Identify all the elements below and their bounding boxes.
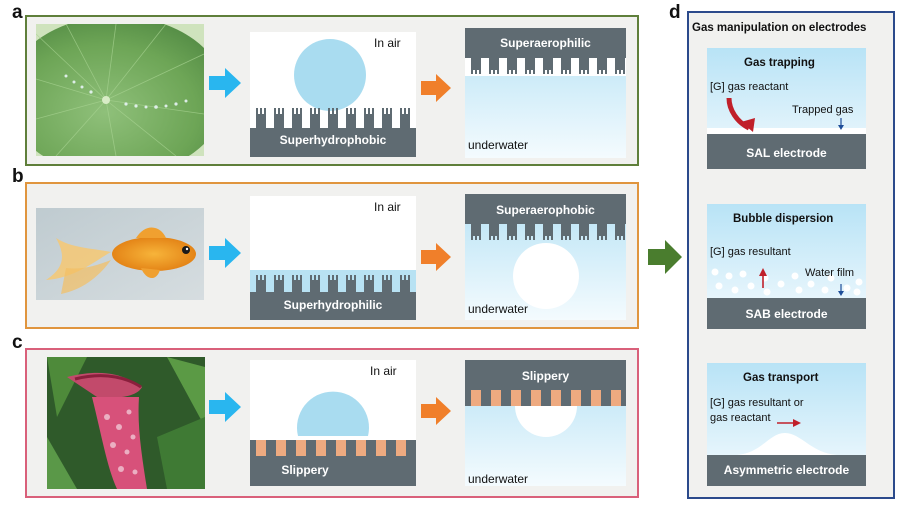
gas-trapping-card xyxy=(707,48,866,169)
trapped-gas-label: Trapped gas xyxy=(792,104,854,116)
gas-transport-line2: gas reactant xyxy=(710,412,771,424)
arrow-right-icon xyxy=(209,392,241,422)
panel-letter-b: b xyxy=(12,166,24,187)
bubble-dispersion-title: Bubble dispersion xyxy=(733,213,834,225)
arrow-right-icon xyxy=(648,240,682,274)
gas-transport-line1: [G] gas resultant or xyxy=(710,397,804,409)
gas-trapping-title: Gas trapping xyxy=(744,57,815,69)
underwater-label-b: underwater xyxy=(468,302,529,316)
sal-electrode-label: SAL electrode xyxy=(746,146,827,160)
water-film-label: Water film xyxy=(805,267,855,279)
arrow-right-icon xyxy=(421,243,451,271)
arrow-right-icon xyxy=(209,238,241,268)
gas-resultant-label: [G] gas resultant xyxy=(710,246,791,258)
sab-electrode-label: SAB electrode xyxy=(745,307,828,321)
slippery-underwater-scene xyxy=(465,360,626,486)
superaerophilic-scene xyxy=(465,28,626,158)
arrow-right-icon xyxy=(421,397,451,425)
gas-transport-card xyxy=(707,363,866,486)
in-air-label-a: In air xyxy=(374,36,401,50)
superhydrophobic-label: Superhydrophobic xyxy=(279,133,387,147)
goldfish-photo xyxy=(36,208,204,300)
underwater-label-a: underwater xyxy=(468,138,529,152)
gas-reactant-label: [G] gas reactant xyxy=(710,81,789,93)
in-air-label-b: In air xyxy=(374,200,401,214)
arrow-right-icon xyxy=(421,74,451,102)
superhydrophobic-scene xyxy=(250,32,416,157)
asymmetric-electrode-label: Asymmetric electrode xyxy=(723,463,850,477)
underwater-label-c: underwater xyxy=(468,472,529,486)
pitcher-plant-photo xyxy=(47,357,205,489)
bubble-dispersion-card xyxy=(707,204,866,329)
slippery-air-scene xyxy=(250,360,416,486)
lotus-leaf-photo xyxy=(36,24,204,156)
side-panel-title: Gas manipulation on electrodes xyxy=(692,22,867,34)
panel-letter-a: a xyxy=(12,2,23,23)
arrow-right-icon xyxy=(209,68,241,98)
panel-letter-c: c xyxy=(12,332,23,353)
in-air-label-c: In air xyxy=(370,364,397,378)
gas-transport-title: Gas transport xyxy=(743,372,819,384)
superaerophilic-label: Superaerophilic xyxy=(500,36,591,50)
superaerophobic-label: Superaerophobic xyxy=(496,203,595,217)
superhydrophilic-label: Superhydrophilic xyxy=(283,298,383,312)
superaerophobic-scene xyxy=(465,194,626,320)
slippery-air-label: Slippery xyxy=(281,463,329,477)
superhydrophilic-scene xyxy=(250,196,416,320)
panel-letter-d: d xyxy=(669,2,681,23)
slippery-underwater-label: Slippery xyxy=(521,369,570,383)
